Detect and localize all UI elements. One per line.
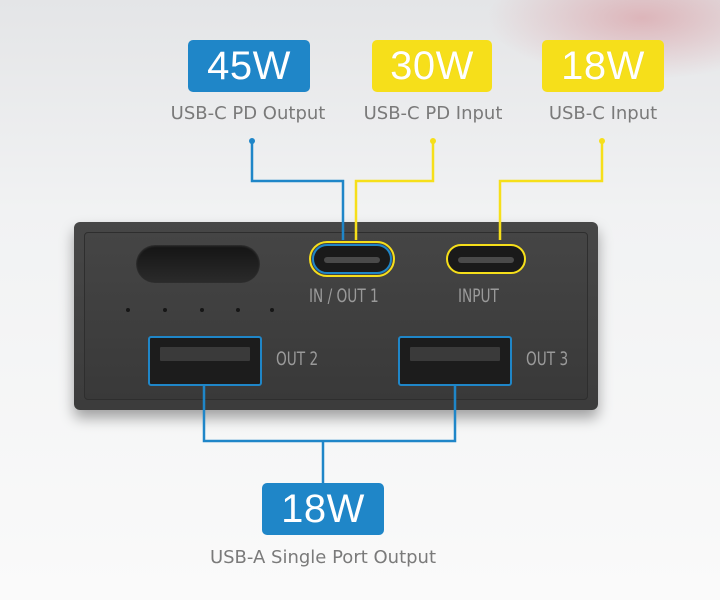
line-18w-input — [498, 141, 604, 240]
led-indicator — [236, 308, 240, 312]
port-tongue — [410, 347, 500, 361]
label-input: INPUT — [458, 285, 499, 307]
power-button[interactable] — [136, 245, 260, 283]
badge-18w-output: 18W — [262, 483, 384, 535]
label-in-out-1: IN / OUT 1 — [309, 285, 379, 307]
port-tongue — [160, 347, 250, 361]
badge-18w-input: 18W — [542, 40, 664, 92]
port-slot — [324, 257, 380, 263]
caption-usb-a-single-port-output: USB-A Single Port Output — [209, 547, 437, 568]
label-out-2: OUT 2 — [276, 348, 319, 370]
line-45w — [250, 141, 345, 240]
usb-a-port-out-2[interactable] — [148, 336, 262, 386]
line-18w-usb-a — [202, 386, 457, 443]
led-indicator — [163, 308, 167, 312]
caption-usb-c-pd-output: USB-C PD Output — [170, 103, 326, 124]
led-indicator — [200, 308, 204, 312]
badge-45w: 45W — [188, 40, 310, 92]
caption-usb-c-pd-input: USB-C PD Input — [363, 103, 503, 124]
led-indicator — [126, 308, 130, 312]
led-indicator — [270, 308, 274, 312]
usb-a-port-out-3[interactable] — [398, 336, 512, 386]
port-slot — [458, 257, 514, 263]
caption-usb-c-input: USB-C Input — [548, 103, 658, 124]
usb-c-port-in-out-1[interactable] — [309, 241, 395, 277]
badge-30w: 30W — [372, 40, 492, 92]
line-30w — [354, 141, 435, 240]
label-out-3: OUT 3 — [526, 348, 569, 370]
usb-c-port-input[interactable] — [446, 244, 526, 274]
